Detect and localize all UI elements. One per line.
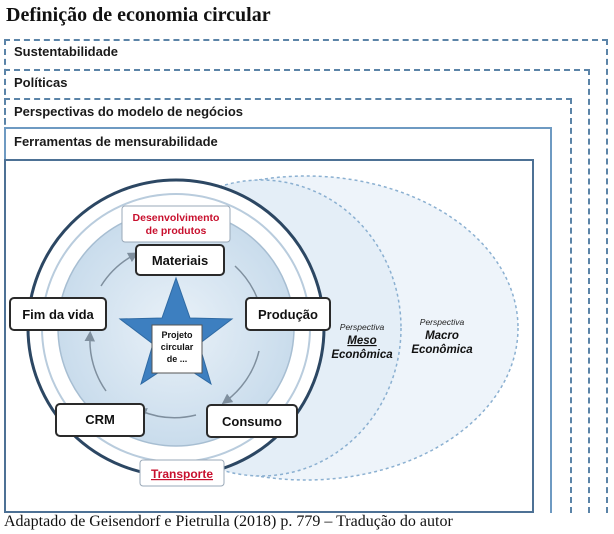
macro-line2: Econômica [411, 344, 473, 356]
label-ferramentas: Ferramentas de mensurabilidade [14, 134, 218, 149]
crm-label: CRM [85, 412, 115, 427]
center-box [151, 324, 203, 374]
fim-da-vida-label: Fim da vida [22, 307, 94, 322]
producao-box [245, 297, 331, 331]
desenvolvimento-box [121, 205, 231, 243]
arrow-consumo-crm [136, 408, 197, 419]
arrow-fimdavida-materiais [100, 252, 139, 287]
materiais-box [135, 244, 225, 276]
center-line2: circular [161, 342, 194, 352]
source-caption: Adaptado de Geisendorf e Pietrulla (2018… [4, 513, 453, 530]
circular-economy-diagram: Projeto circular de ... Desenvolvimento … [9, 175, 519, 487]
transporte-label: Transporte [151, 467, 213, 481]
materiais-label: Materiais [152, 253, 208, 268]
page-title: Definição de economia circular [6, 4, 271, 26]
producao-label: Produção [258, 307, 318, 322]
meso-small-label: Perspectiva [340, 322, 385, 332]
arrow-crm-fimdavida [84, 330, 107, 392]
arrow-producao-consumo [221, 350, 260, 405]
label-perspectivas: Perspectivas do modelo de negócios [14, 104, 244, 119]
transporte-box [139, 459, 225, 487]
consumo-box [206, 404, 298, 438]
center-line3: de ... [167, 354, 188, 364]
consumo-label: Consumo [222, 414, 282, 429]
macro-small-label: Perspectiva [420, 317, 465, 327]
desenvolvimento-line2: de produtos [146, 225, 207, 237]
frame-inner [4, 159, 534, 513]
label-politicas: Políticas [14, 75, 68, 90]
label-sustentabilidade: Sustentabilidade [14, 44, 119, 59]
meso-line2: Econômica [331, 349, 393, 361]
meso-line1: Meso [347, 335, 376, 347]
crm-box [55, 403, 145, 437]
desenvolvimento-line1: Desenvolvimento [133, 212, 220, 224]
center-line1: Projeto [161, 330, 193, 340]
macro-line1: Macro [425, 330, 459, 342]
fim-da-vida-box [9, 297, 107, 331]
